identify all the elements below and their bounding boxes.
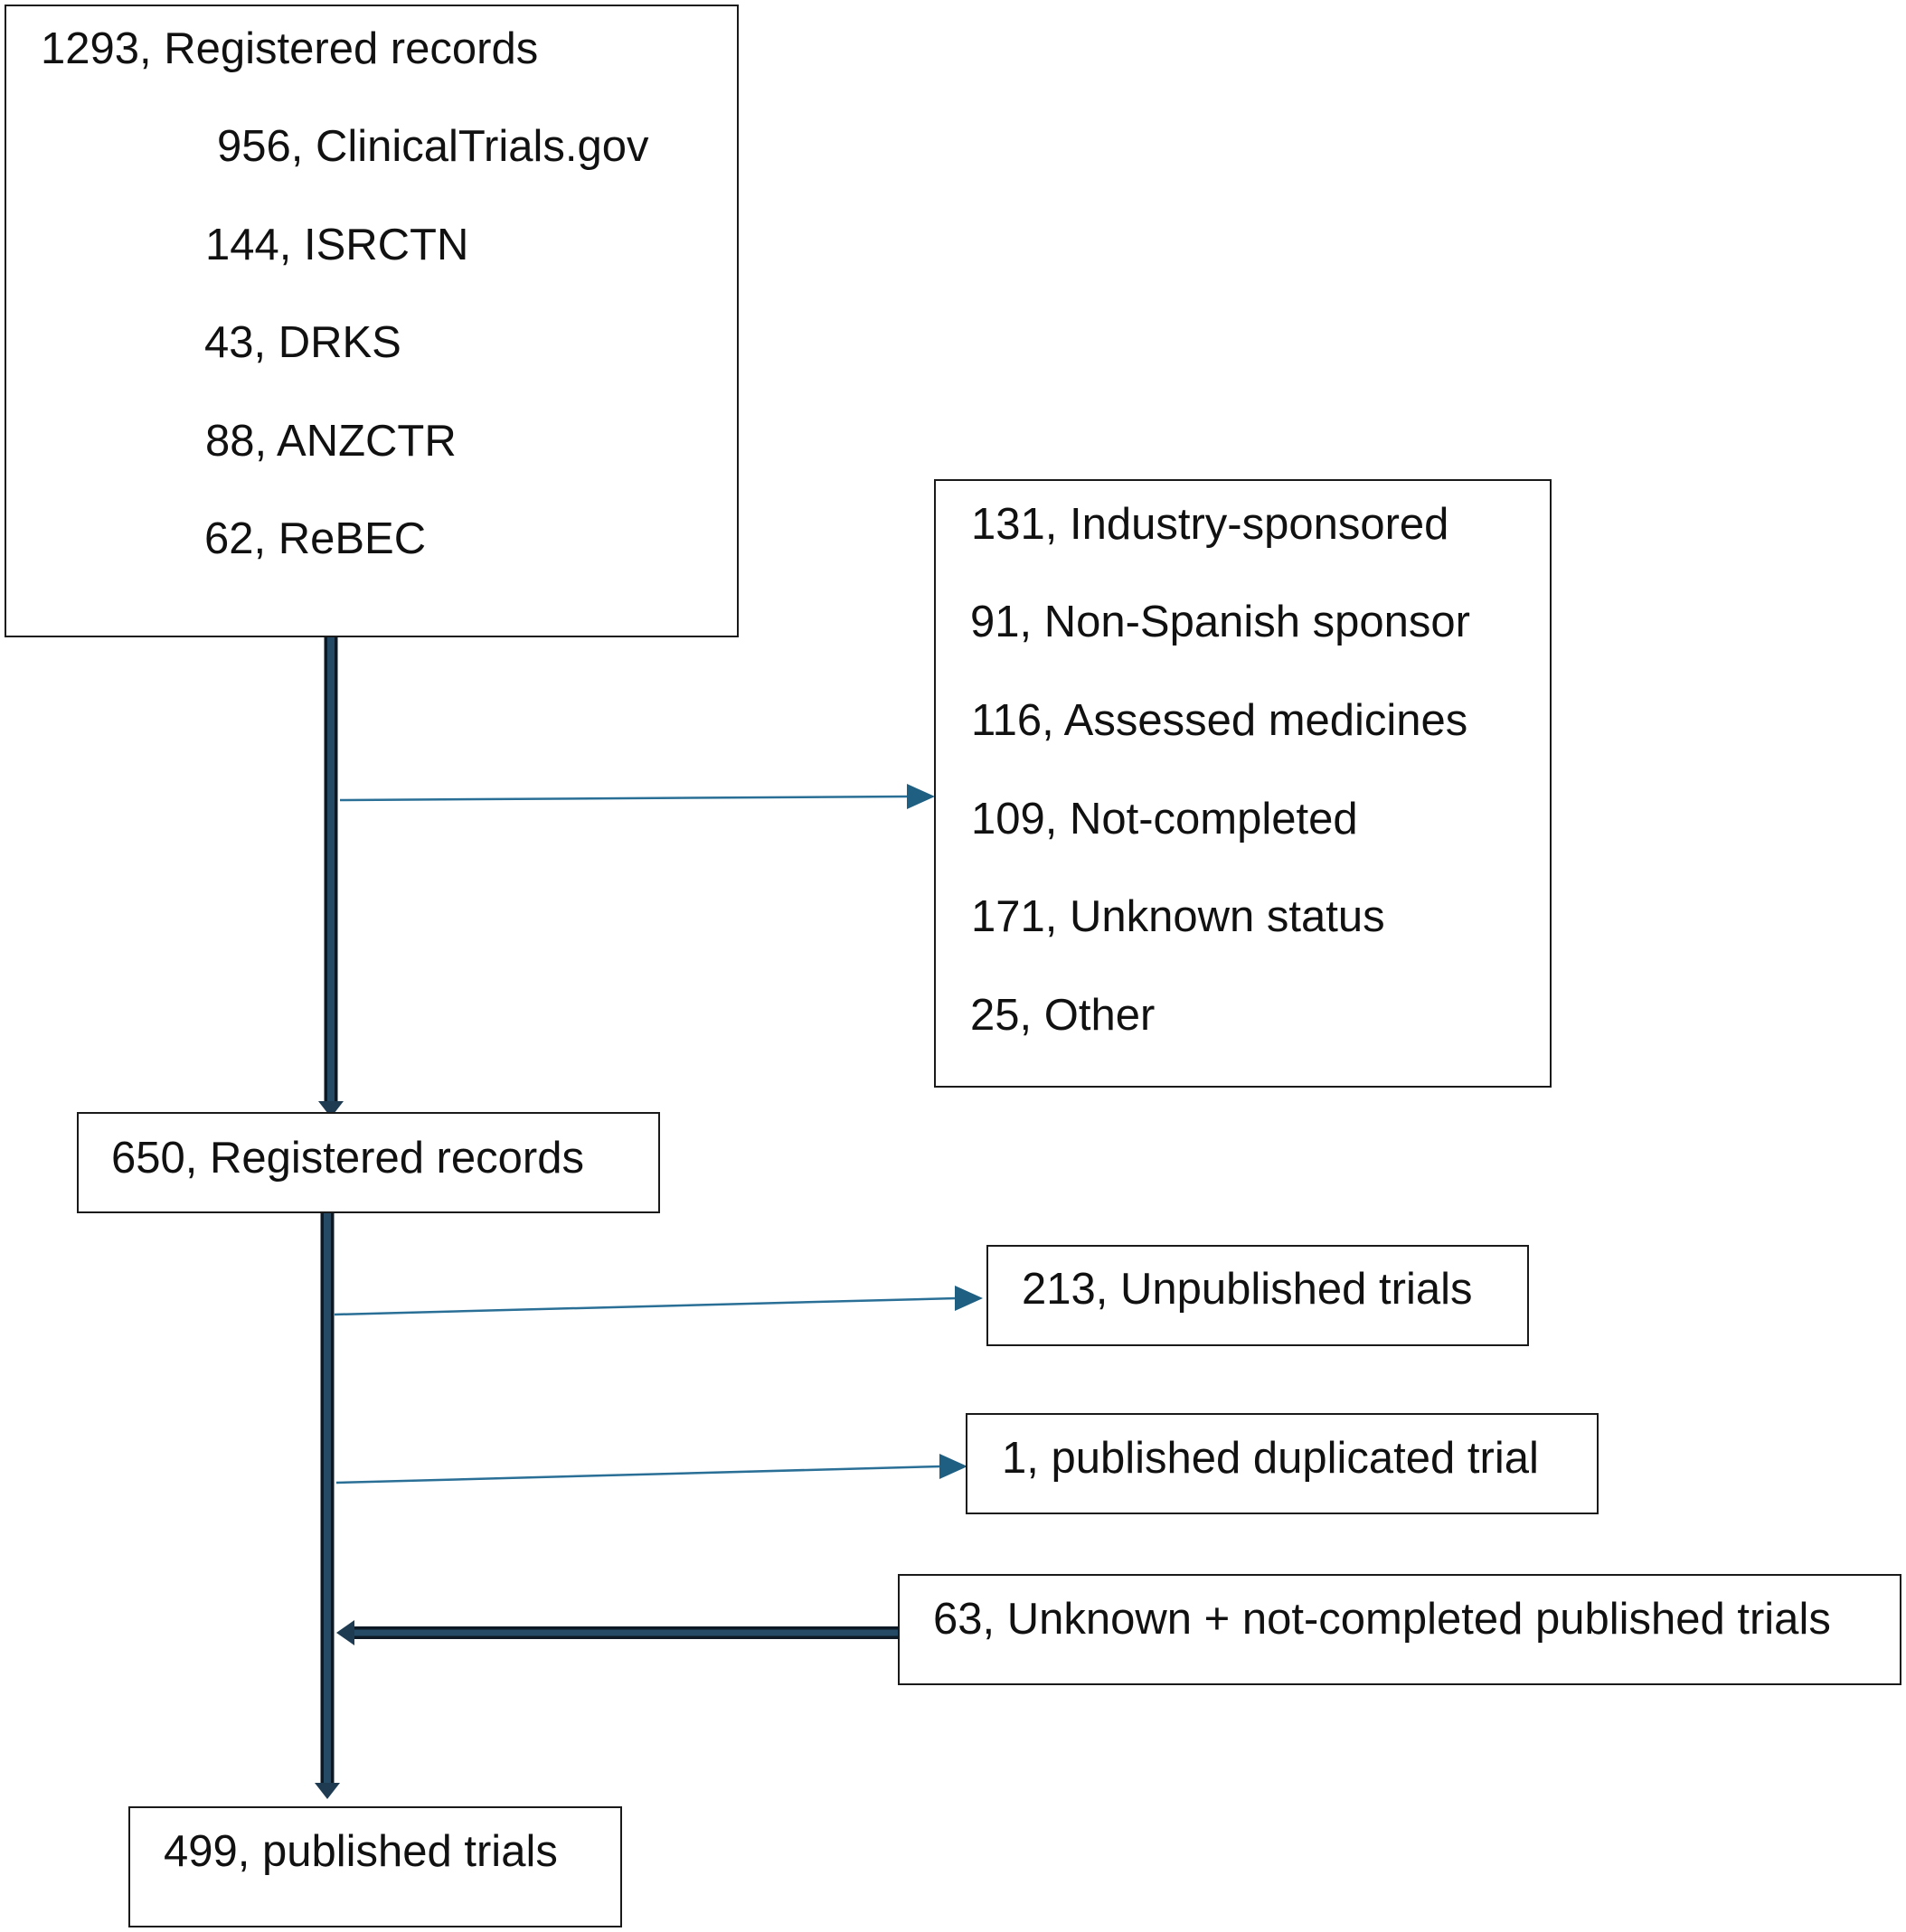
duplicate-arrow xyxy=(335,1454,967,1484)
main-flow-arrow-1 xyxy=(318,635,344,1117)
unpublished-label: 213, Unpublished trials xyxy=(1022,1265,1473,1314)
exclusion-box xyxy=(934,479,1552,1088)
duplicate-label: 1, published duplicated trial xyxy=(1002,1434,1539,1483)
unpublished-arrow xyxy=(334,1286,983,1316)
exclusion-unknown: 171, Unknown status xyxy=(971,892,1385,941)
registry-isrctn: 144, ISRCTN xyxy=(205,221,469,269)
exclusion-arrow xyxy=(339,784,935,809)
exclusion-industry: 131, Industry-sponsored xyxy=(971,500,1449,549)
published-trials-box xyxy=(128,1806,622,1927)
exclusion-non-spanish: 91, Non-Spanish sponsor xyxy=(970,598,1470,646)
registry-rebec: 62, ReBEC xyxy=(204,514,427,563)
registered-records-box xyxy=(5,5,739,637)
registry-drks: 43, DRKS xyxy=(204,318,401,367)
exclusion-not-completed: 109, Not-completed xyxy=(971,795,1358,843)
exclusion-assessed: 116, Assessed medicines xyxy=(971,696,1468,745)
filtered-records-box xyxy=(77,1112,660,1213)
filtered-records-label: 650, Registered records xyxy=(111,1134,584,1183)
main-flow-arrow-2 xyxy=(315,1213,340,1799)
added-trials-box xyxy=(898,1574,1901,1685)
registered-records-total: 1293, Registered records xyxy=(41,24,539,73)
registry-clinicaltrials: 956, ClinicalTrials.gov xyxy=(217,122,649,171)
published-trials-label: 499, published trials xyxy=(164,1827,558,1876)
unpublished-box xyxy=(986,1245,1529,1346)
duplicate-box xyxy=(966,1413,1599,1514)
added-trials-label: 63, Unknown + not-completed published tr… xyxy=(933,1595,1831,1644)
exclusion-other: 25, Other xyxy=(970,991,1156,1040)
registry-anzctr: 88, ANZCTR xyxy=(205,417,457,466)
added-trials-arrow xyxy=(336,1620,898,1645)
